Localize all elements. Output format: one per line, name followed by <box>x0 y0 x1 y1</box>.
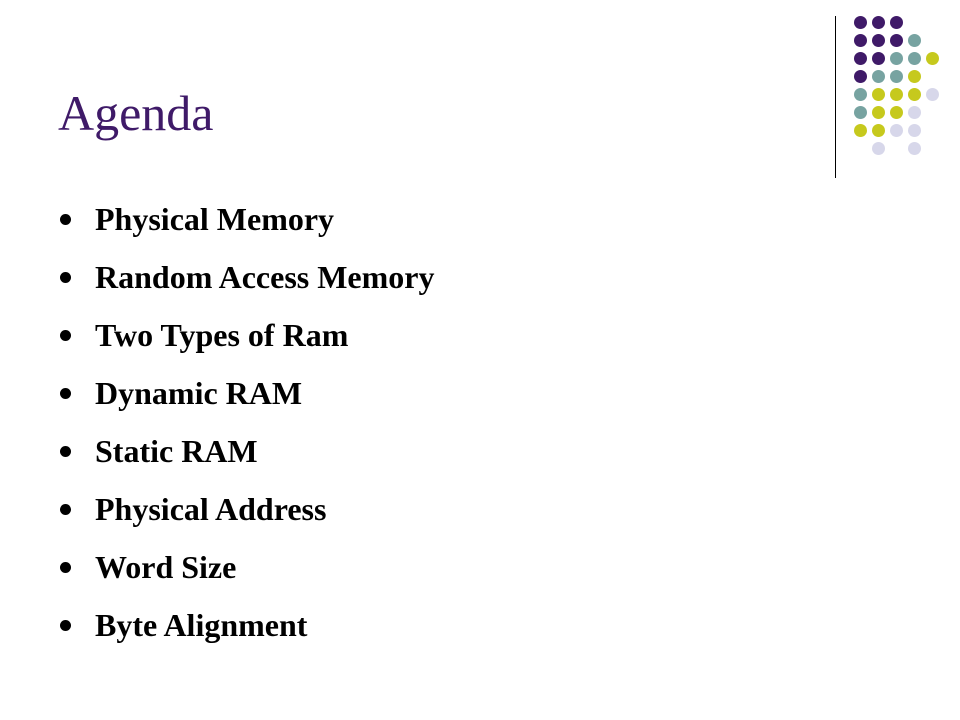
decorative-dot <box>854 16 867 29</box>
list-item: Physical Memory <box>60 190 434 248</box>
decorative-dot <box>890 52 903 65</box>
decorative-dot <box>872 142 885 155</box>
bullet-icon <box>60 619 71 631</box>
bullet-icon <box>60 561 71 573</box>
vertical-divider <box>835 16 836 178</box>
bullet-icon <box>60 503 71 515</box>
list-item-text: Two Types of Ram <box>95 316 349 353</box>
decorative-dot <box>872 124 885 137</box>
bullet-icon <box>60 387 71 399</box>
decorative-dot <box>926 88 939 101</box>
decorative-dot <box>890 34 903 47</box>
list-item: Static RAM <box>60 422 434 480</box>
bullet-icon <box>60 271 71 283</box>
decorative-dot <box>872 70 885 83</box>
list-item-text: Random Access Memory <box>95 258 435 295</box>
decorative-dot <box>908 124 921 137</box>
list-item-text: Word Size <box>95 548 237 585</box>
decorative-dot <box>854 52 867 65</box>
decorative-dot <box>926 52 939 65</box>
list-item-text: Physical Address <box>95 490 327 527</box>
decorative-dot <box>854 124 867 137</box>
bullet-icon <box>60 445 71 457</box>
decorative-dot <box>908 34 921 47</box>
list-item: Byte Alignment <box>60 596 434 654</box>
decorative-dot-grid <box>0 0 960 200</box>
list-item: Two Types of Ram <box>60 306 434 364</box>
list-item: Dynamic RAM <box>60 364 434 422</box>
decorative-dot <box>854 34 867 47</box>
bullet-icon <box>60 329 71 341</box>
decorative-dot <box>872 16 885 29</box>
decorative-dot <box>854 88 867 101</box>
decorative-dot <box>890 88 903 101</box>
decorative-dot <box>908 52 921 65</box>
decorative-dot <box>890 106 903 119</box>
decorative-dot <box>908 142 921 155</box>
slide-title: Agenda <box>58 85 214 141</box>
decorative-dot <box>908 106 921 119</box>
decorative-dot <box>872 88 885 101</box>
bullet-icon <box>60 213 71 225</box>
decorative-dot <box>872 34 885 47</box>
decorative-dot <box>890 70 903 83</box>
decorative-dot <box>854 106 867 119</box>
decorative-dot <box>890 124 903 137</box>
list-item: Random Access Memory <box>60 248 434 306</box>
agenda-list: Physical Memory Random Access Memory Two… <box>60 190 434 654</box>
list-item-text: Static RAM <box>95 432 258 469</box>
decorative-dot <box>872 52 885 65</box>
decorative-dot <box>854 70 867 83</box>
decorative-dot <box>908 88 921 101</box>
decorative-dot <box>908 70 921 83</box>
list-item: Physical Address <box>60 480 434 538</box>
list-item-text: Byte Alignment <box>95 606 308 643</box>
list-item-text: Physical Memory <box>95 200 335 237</box>
decorative-dot <box>890 16 903 29</box>
decorative-dot <box>872 106 885 119</box>
list-item-text: Dynamic RAM <box>95 374 303 411</box>
list-item: Word Size <box>60 538 434 596</box>
